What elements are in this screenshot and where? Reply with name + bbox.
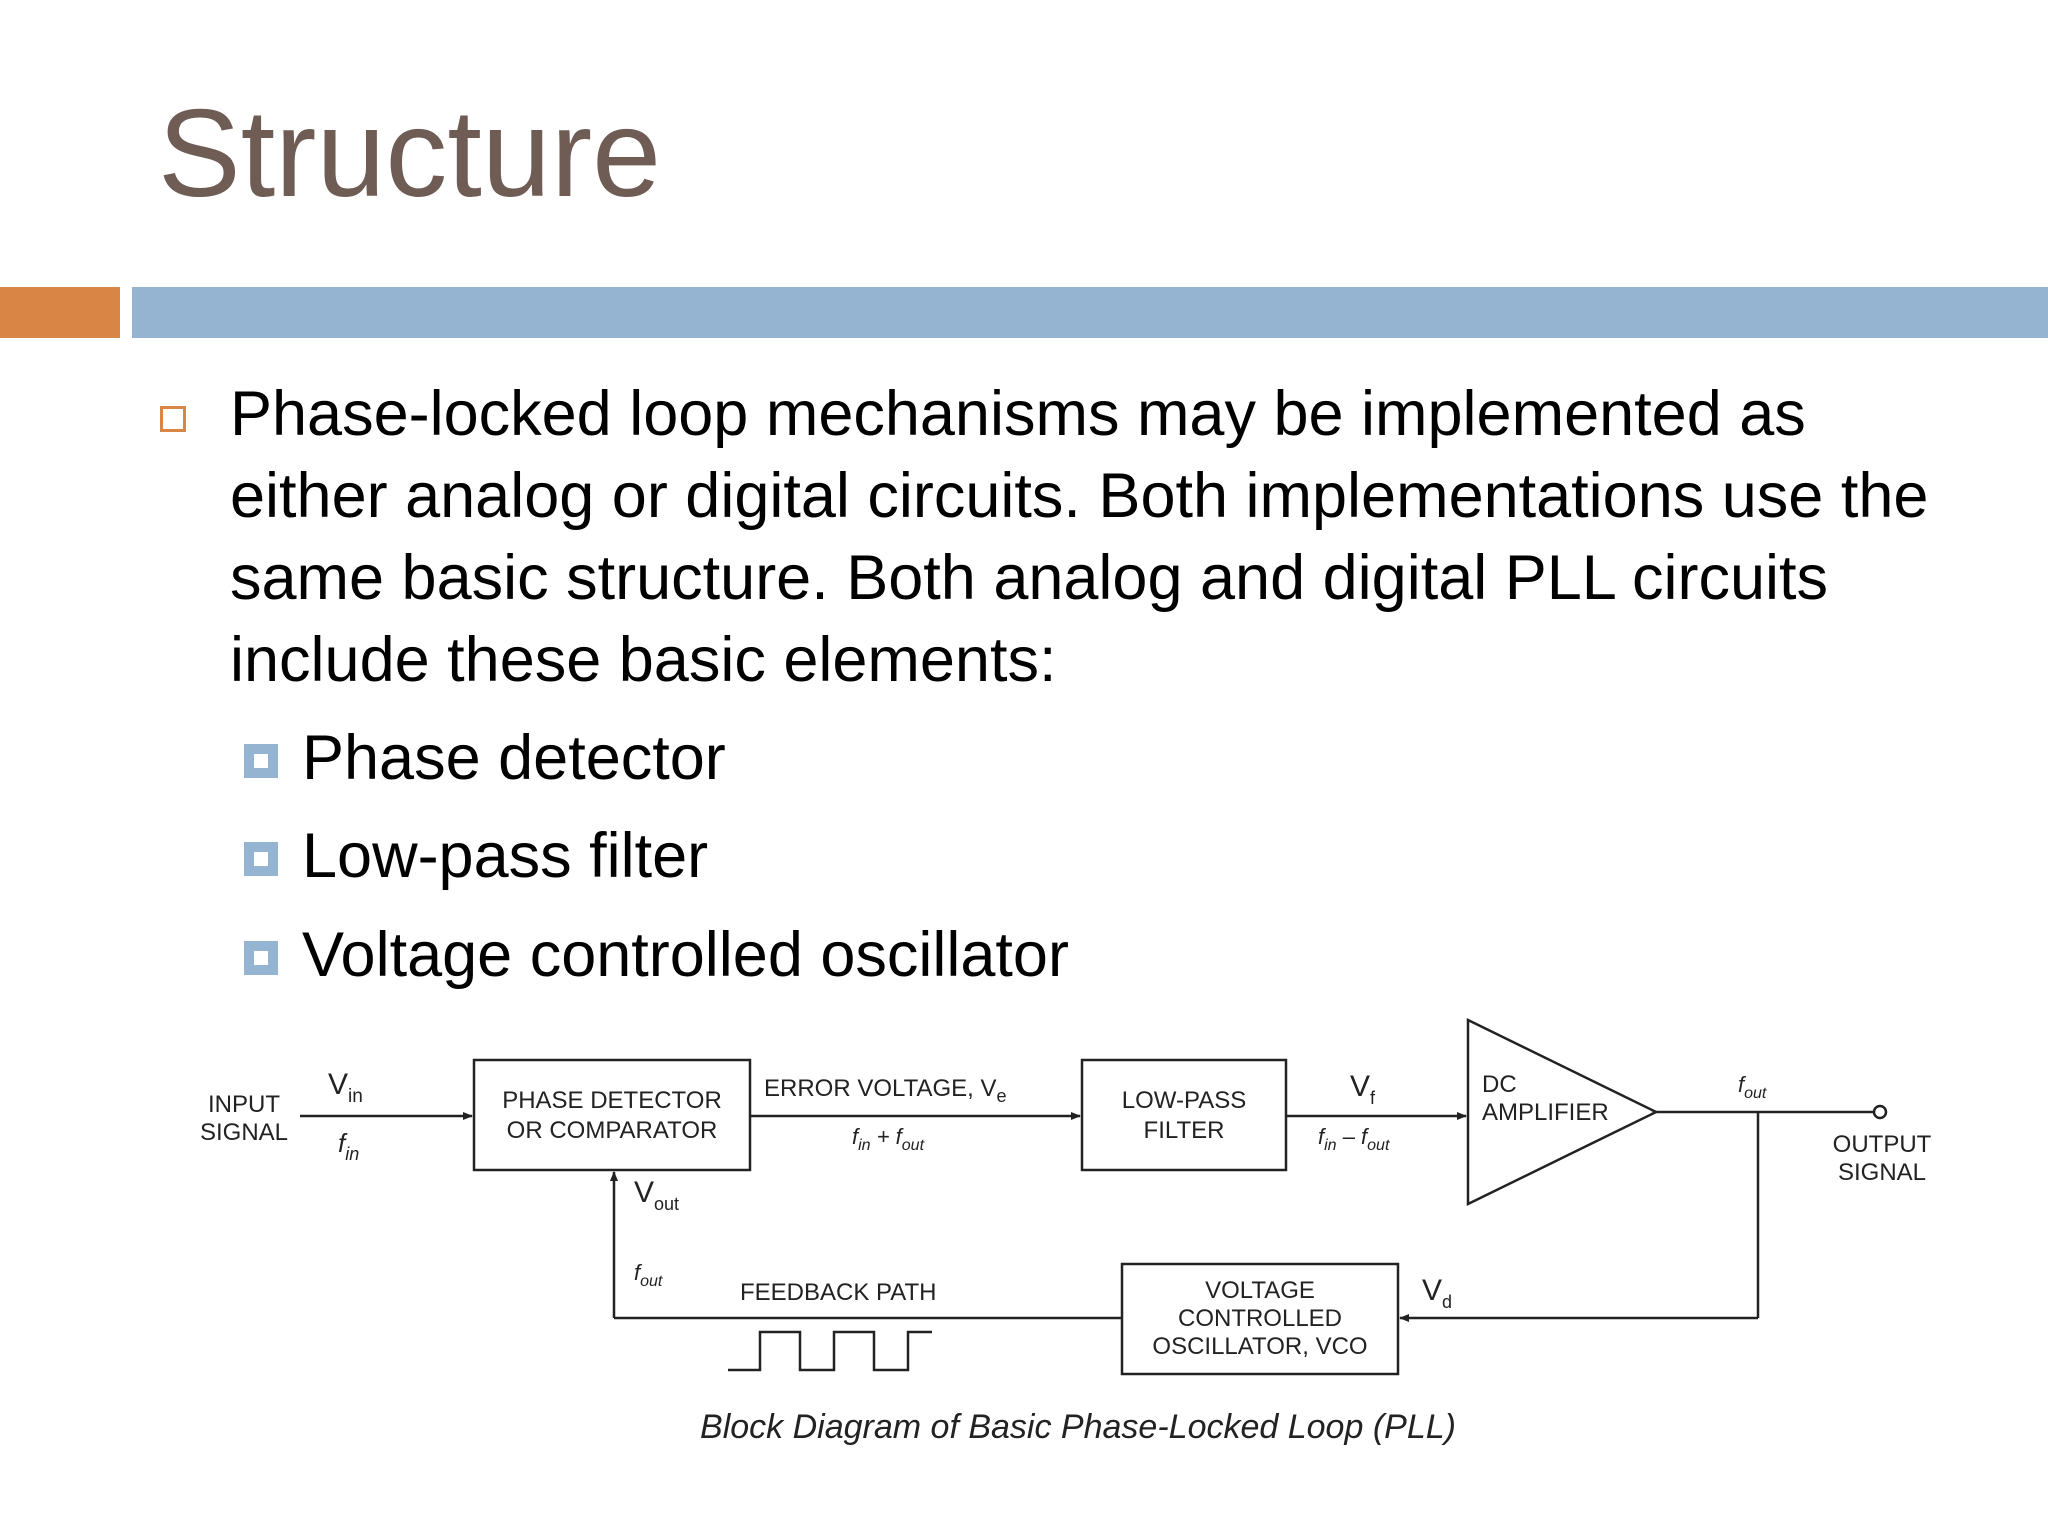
output-signal-label: SIGNAL: [1838, 1159, 1926, 1186]
vco-label: CONTROLLED: [1178, 1305, 1342, 1332]
vout-label: Vout: [634, 1176, 679, 1214]
diagram-caption: Block Diagram of Basic Phase-Locked Loop…: [700, 1408, 1456, 1446]
pll-block-diagram: INPUT SIGNAL Vin fin PHASE DETECTOR OR C…: [170, 1008, 1944, 1456]
sum-frequency-label: fin + fout: [852, 1124, 925, 1154]
low-pass-filter-label: FILTER: [1144, 1117, 1225, 1144]
intro-paragraph: Phase-locked loop mechanisms may be impl…: [230, 379, 1929, 695]
sub-item-vco: Voltage controlled oscillator: [302, 920, 1069, 990]
fout-label: fout: [1738, 1072, 1767, 1102]
pll-diagram-svg: INPUT SIGNAL Vin fin PHASE DETECTOR OR C…: [200, 1017, 1932, 1446]
fout-feedback-label: fout: [634, 1260, 663, 1290]
vd-label: Vd: [1422, 1274, 1452, 1312]
low-pass-filter-box: [1080, 1058, 1288, 1172]
dc-amplifier-triangle: [1466, 1017, 1659, 1207]
square-wave-icon: [728, 1330, 932, 1372]
vco-label: VOLTAGE: [1205, 1277, 1315, 1304]
fin-label: fin: [338, 1128, 359, 1164]
dc-amplifier-label: AMPLIFIER: [1482, 1099, 1609, 1126]
sub-bullet-icon: [244, 941, 278, 975]
difference-frequency-label: fin – fout: [1318, 1124, 1390, 1154]
title-accent-bar-blue: [132, 287, 2048, 338]
phase-detector-label: PHASE DETECTOR: [502, 1087, 722, 1114]
phase-detector-box: [472, 1058, 752, 1172]
sub-item-phase-detector: Phase detector: [302, 723, 726, 793]
input-signal-label: SIGNAL: [200, 1119, 288, 1146]
error-voltage-label: ERROR VOLTAGE, Ve: [764, 1075, 1007, 1106]
slide-title: Structure: [158, 85, 662, 223]
title-accent-bar-orange: [0, 287, 120, 338]
vin-label: Vin: [328, 1068, 363, 1107]
sub-bullet-icon: [244, 842, 278, 876]
output-terminal: [1872, 1104, 1888, 1120]
input-signal-label: INPUT: [208, 1091, 280, 1118]
vf-label: Vf: [1350, 1070, 1376, 1108]
output-signal-label: OUTPUT: [1833, 1131, 1932, 1158]
sub-item-low-pass-filter: Low-pass filter: [302, 821, 709, 891]
bullet-square-icon: [160, 406, 186, 432]
vco-label: OSCILLATOR, VCO: [1152, 1333, 1367, 1360]
dc-amplifier-label: DC: [1482, 1071, 1517, 1098]
feedback-path-label: FEEDBACK PATH: [740, 1279, 936, 1306]
sub-bullet-icon: [244, 744, 278, 778]
low-pass-filter-label: LOW-PASS: [1122, 1087, 1246, 1114]
phase-detector-label: OR COMPARATOR: [507, 1117, 718, 1144]
